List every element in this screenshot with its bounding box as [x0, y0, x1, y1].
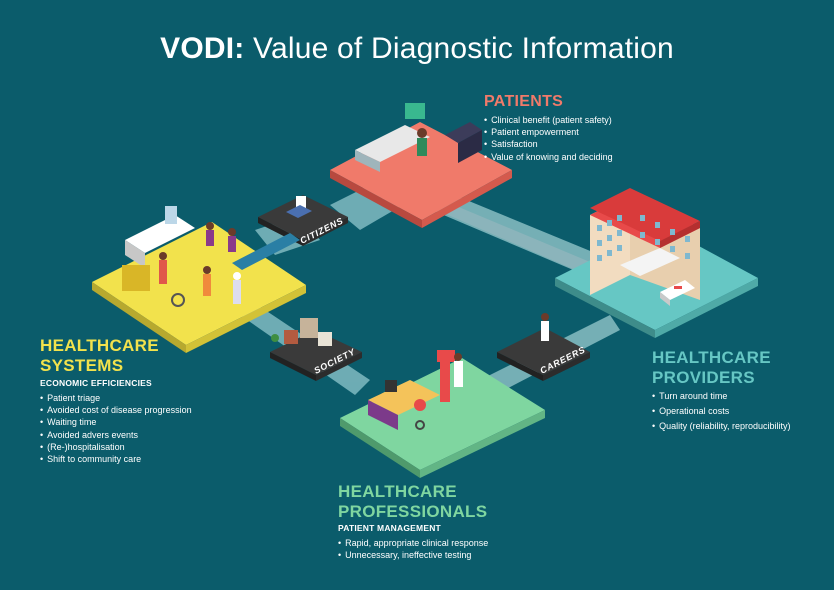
list-item: Rapid, appropriate clinical response	[338, 537, 488, 549]
title-rest: Value of Diagnostic Information	[244, 32, 674, 65]
professionals-list: Rapid, appropriate clinical response Unn…	[338, 537, 488, 561]
list-item: Avoided cost of disease progression	[40, 404, 191, 416]
systems-subheading: ECONOMIC EFFICIENCIES	[40, 378, 152, 388]
patients-list: Clinical benefit (patient safety) Patien…	[484, 114, 613, 163]
patients-platform	[330, 103, 512, 228]
list-item: Satisfaction	[484, 138, 613, 150]
list-item: Avoided advers events	[40, 429, 192, 441]
list-item: Patient triage	[40, 392, 192, 404]
list-item: Turn around time	[652, 389, 791, 404]
title-bold: VODI:	[160, 32, 245, 65]
list-item: Shift to community care	[40, 453, 192, 465]
list-item: Value of knowing and deciding	[484, 151, 612, 163]
list-item: Clinical benefit (patient safety)	[484, 114, 613, 126]
list-item: Unnecessary, ineffective testing	[338, 549, 488, 561]
providers-list: Turn around time Operational costs Quali…	[652, 389, 791, 434]
list-item: Waiting time	[40, 416, 192, 428]
careers-tile: CAREERS	[497, 313, 590, 381]
society-tile: SOCIETY	[270, 318, 362, 381]
providers-platform	[555, 188, 758, 338]
list-item: Patient empowerment	[484, 126, 613, 138]
systems-platform	[92, 206, 306, 353]
list-item: Operational costs	[652, 404, 791, 419]
professionals-heading: HEALTHCARE PROFESSIONALS	[338, 482, 488, 521]
systems-list: Patient triage Avoided cost of disease p…	[40, 392, 192, 465]
systems-heading: HEALTHCARE SYSTEMS	[40, 336, 159, 375]
list-item: Quality (reliability, reproducibility)	[652, 419, 790, 434]
professionals-platform	[340, 350, 545, 478]
page-title: VODI: Value of Diagnostic Information	[0, 32, 834, 66]
professionals-subheading: PATIENT MANAGEMENT	[338, 523, 441, 533]
list-item: (Re-)hospitalisation	[40, 441, 192, 453]
patients-heading: PATIENTS	[484, 93, 564, 110]
providers-heading: HEALTHCARE PROVIDERS	[652, 348, 771, 387]
